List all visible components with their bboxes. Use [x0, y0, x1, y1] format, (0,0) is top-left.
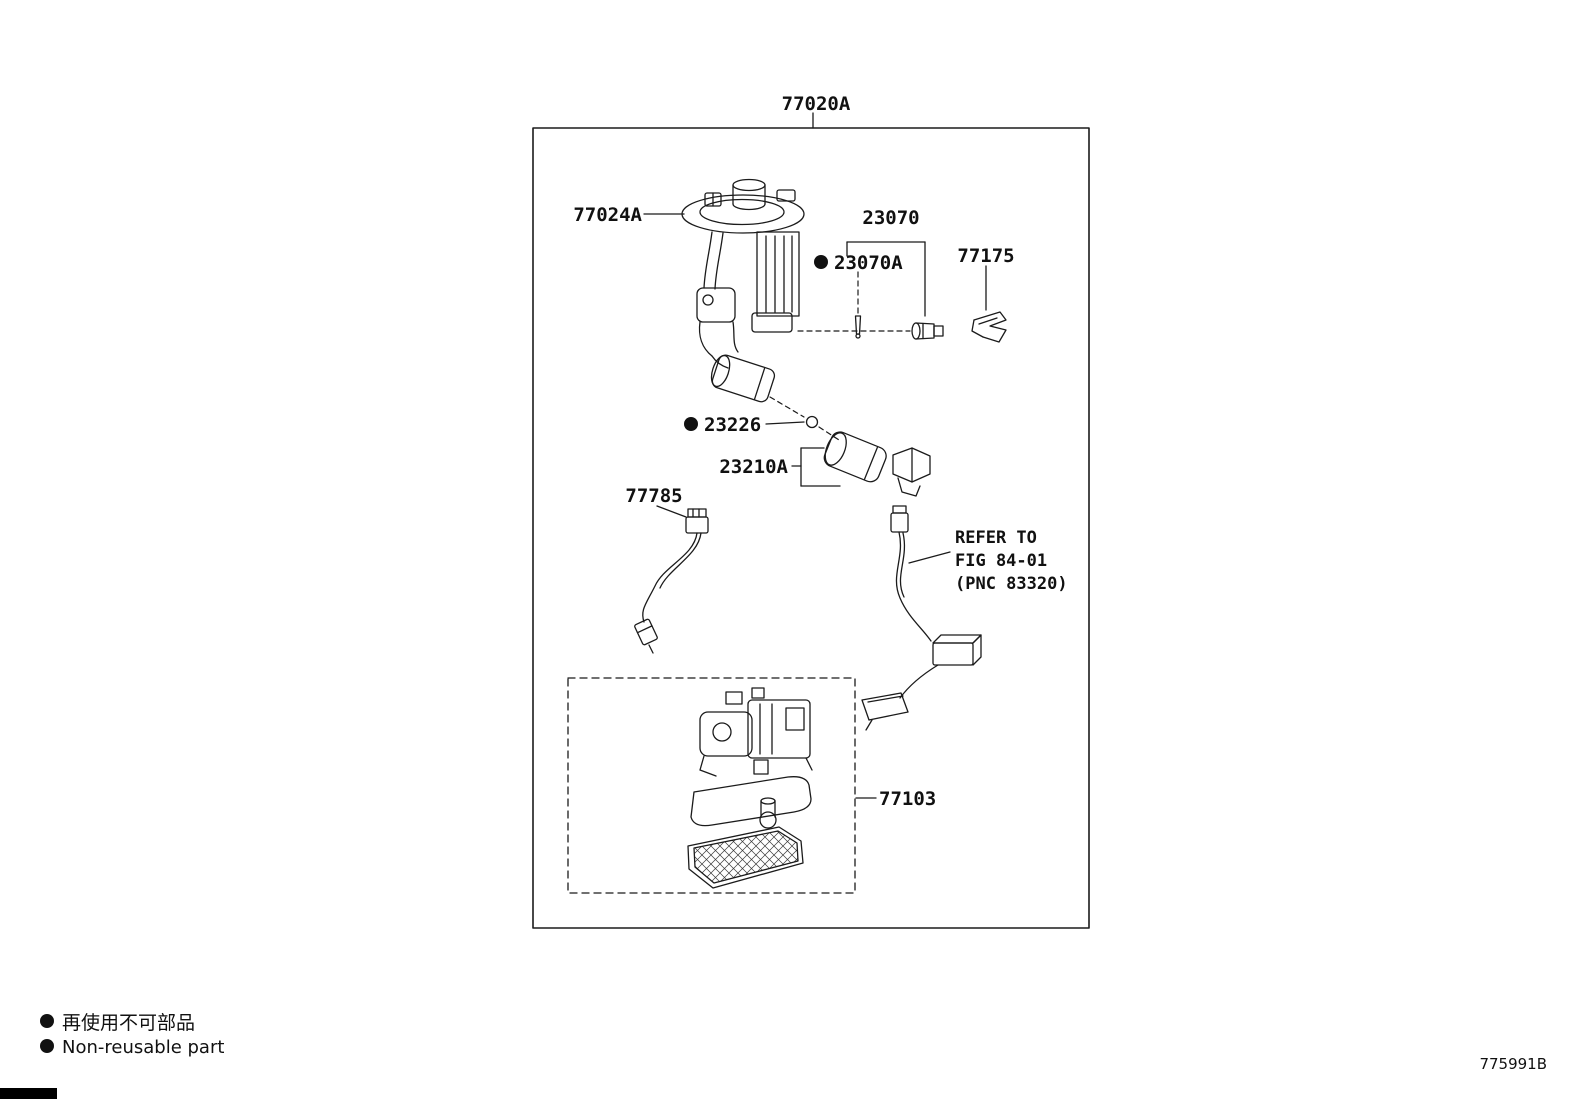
subtank-housing-drawing — [699, 687, 813, 777]
refer-note-line3: (PNC 83320) — [955, 574, 1068, 594]
doc-number: 775991B — [1479, 1055, 1547, 1073]
legend-text-en: Non-reusable part — [62, 1037, 224, 1058]
sensor-group-drawing — [797, 241, 944, 340]
harness-77785-drawing — [634, 505, 709, 654]
legend-bullet-en — [40, 1039, 54, 1053]
callout-77175[interactable]: 77175 — [957, 245, 1014, 267]
legend-bullet-jp — [40, 1014, 54, 1028]
pump-column-drawing — [696, 231, 800, 369]
suction-plate-drawing — [690, 776, 812, 829]
diagram-border — [532, 127, 1090, 929]
corner-mark — [0, 1088, 57, 1099]
oring-drawing — [765, 415, 819, 429]
callout-77020A[interactable]: 77020A — [782, 93, 851, 115]
callout-77785[interactable]: 77785 — [625, 485, 682, 507]
assembly-dashed-lines — [769, 396, 840, 441]
pin-23070a-drawing — [854, 315, 862, 339]
clip-drawing — [971, 265, 1007, 343]
callout-23070[interactable]: 23070 — [862, 207, 919, 229]
strainer-mesh-drawing — [687, 826, 804, 889]
callout-labels: 77020A 77024A 23070 23070A 77175 23226 2… — [573, 93, 1067, 810]
callout-77103[interactable]: 77103 — [879, 788, 936, 810]
fuel-sensor-drawing — [911, 322, 944, 340]
refer-note-line2: FIG 84-01 — [955, 551, 1047, 571]
subassembly-dashed-box — [567, 677, 856, 894]
callout-23226[interactable]: 23226 — [704, 414, 761, 436]
legend: 再使用不可部品 Non-reusable part — [40, 1012, 224, 1058]
non-reusable-bullet-23226 — [684, 417, 698, 431]
callout-23070A[interactable]: 23070A — [834, 252, 903, 274]
refer-note-line1: REFER TO — [955, 528, 1037, 548]
callout-23210A[interactable]: 23210A — [719, 456, 788, 478]
fuel-pump-motor-drawing — [710, 354, 776, 403]
flange-plate-drawing — [643, 178, 805, 234]
non-reusable-bullet-23070A — [814, 255, 828, 269]
callout-77024A[interactable]: 77024A — [573, 204, 642, 226]
harness-83320-drawing — [861, 505, 982, 731]
legend-text-jp: 再使用不可部品 — [62, 1012, 195, 1034]
filter-clamp-drawing — [892, 447, 931, 497]
fuel-filter-drawing — [791, 431, 931, 497]
